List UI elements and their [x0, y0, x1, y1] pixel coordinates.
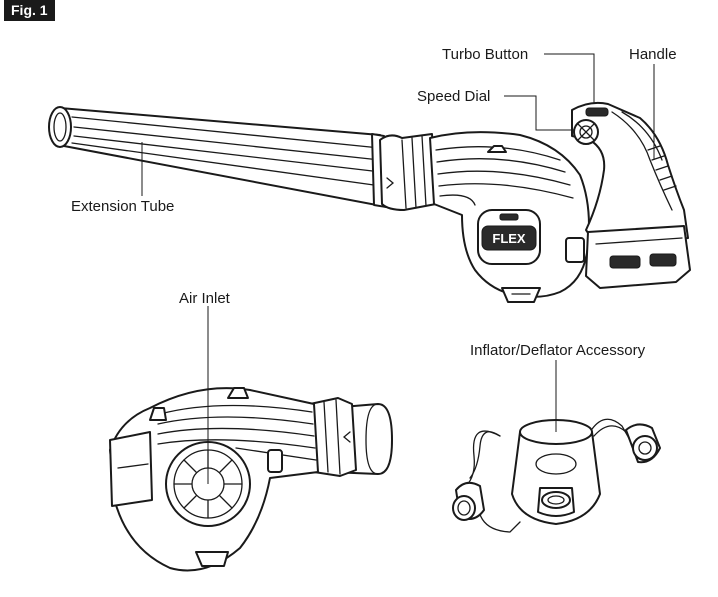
air-inlet-closeup [109, 387, 393, 572]
blower-illustration: FLEX [48, 101, 691, 303]
inflator-deflator-accessory [452, 418, 661, 533]
leader-lines [141, 53, 655, 484]
callout-inflator-deflator: Inflator/Deflator Accessory [470, 342, 646, 359]
handle-assembly [565, 101, 691, 289]
brand-badge: FLEX [477, 209, 541, 265]
extension-tube [48, 106, 387, 208]
callout-extension-tube: Extension Tube [71, 198, 174, 215]
callout-speed-dial: Speed Dial [417, 88, 490, 105]
figure-badge: Fig. 1 [4, 0, 55, 21]
callout-turbo-button: Turbo Button [442, 46, 528, 63]
brand-logo: FLEX [492, 231, 526, 246]
nozzle-collar [379, 133, 437, 211]
callout-air-inlet: Air Inlet [179, 290, 231, 307]
callout-handle: Handle [629, 46, 677, 63]
